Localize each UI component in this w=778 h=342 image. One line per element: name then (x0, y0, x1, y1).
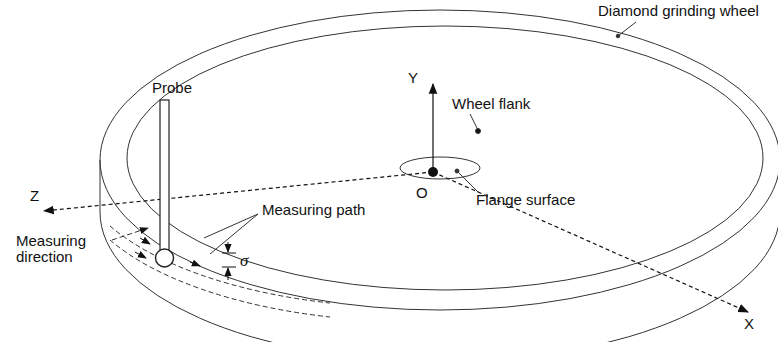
part-label: Wheel flank (452, 96, 530, 112)
origin-label: O (416, 185, 428, 201)
axis-label: X (744, 316, 754, 332)
axis-label: Z (30, 188, 39, 204)
part-label: Flange surface (476, 192, 575, 208)
axis-label: Y (408, 70, 418, 86)
dimension-label: σ (240, 252, 248, 270)
part-label: Probe (152, 80, 192, 96)
direction-label: Measuring direction (16, 233, 112, 265)
part-label: Diamond grinding wheel (598, 3, 759, 19)
part-label: Measuring path (262, 202, 365, 218)
